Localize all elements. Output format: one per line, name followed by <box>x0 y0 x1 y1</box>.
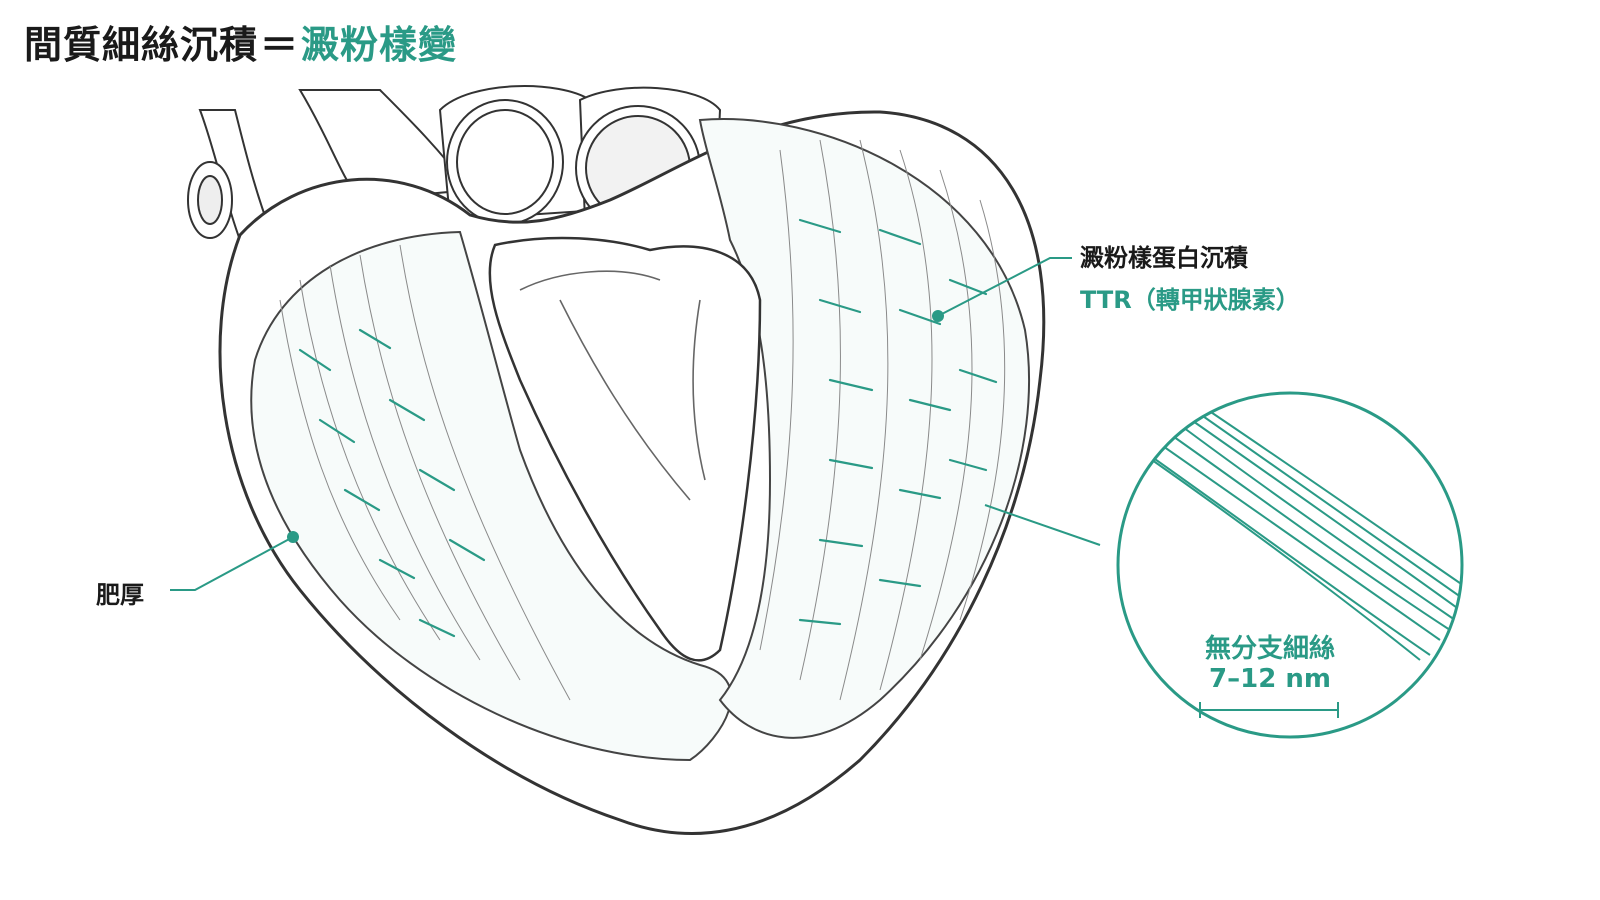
title-main: 間質細絲沉積 <box>24 23 259 67</box>
ventricle-cavity <box>488 236 762 662</box>
scale-bar <box>1199 702 1339 718</box>
muscle-fibers <box>279 139 1006 701</box>
amyloid-streaks <box>298 218 998 638</box>
fibrils <box>1134 397 1462 661</box>
fibrils-label: 無分支細絲 <box>1204 634 1335 664</box>
title-highlight: 澱粉樣變 <box>301 23 458 67</box>
magnified-view <box>1116 391 1464 739</box>
left-wall <box>250 230 733 762</box>
leader-lines <box>170 257 1101 591</box>
deposit-dot <box>932 310 944 322</box>
ttr-label: TTR（轉甲狀腺素） <box>1080 286 1300 314</box>
hypertrophy-label: 肥厚 <box>96 581 144 609</box>
fibril-size-label: 7–12 nm <box>1209 664 1331 694</box>
page-title: 間質細絲沉積＝澱粉樣變 <box>24 14 457 69</box>
deposit-label: 澱粉樣蛋白沉積 <box>1080 244 1248 272</box>
title-equals: ＝ <box>260 23 300 67</box>
hypertrophy-dot <box>287 531 299 543</box>
